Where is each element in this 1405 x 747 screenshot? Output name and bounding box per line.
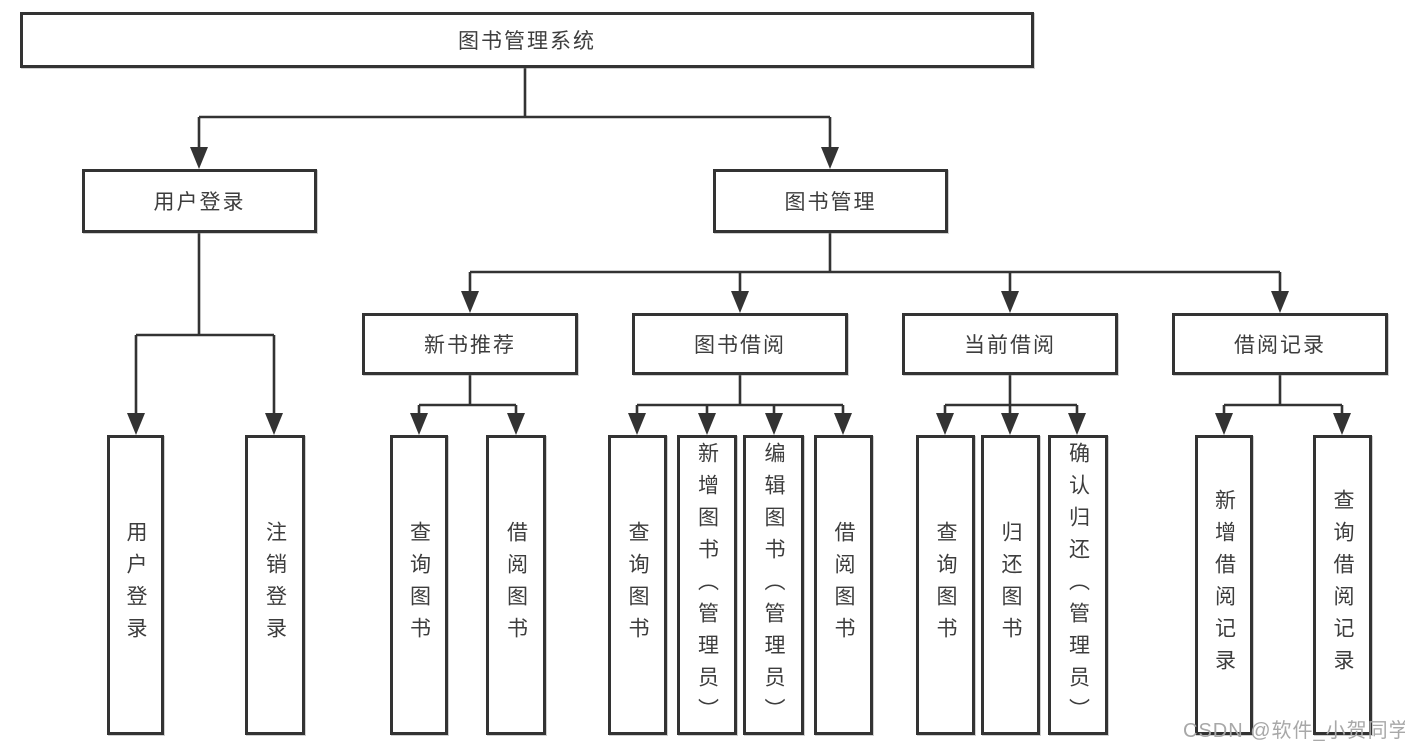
leaf-edit-book-admin: 编辑图书（管理员） [743, 435, 804, 735]
arrowhead [410, 413, 428, 435]
node-borrow-records: 借阅记录 [1172, 313, 1388, 375]
leaf-borrow-query: 查询图书 [608, 435, 667, 735]
arrowhead [265, 413, 283, 435]
watermark: CSDN @软件_小贺同学 [1183, 720, 1405, 742]
arrowhead [731, 291, 749, 313]
connector-book-borrow-to-leaves [628, 375, 852, 435]
node-current-borrow: 当前借阅 [902, 313, 1118, 375]
leaf-add-record: 新增借阅记录 [1195, 435, 1253, 735]
arrowhead [1271, 291, 1289, 313]
node-new-books-label: 新书推荐 [424, 334, 516, 357]
leaf-user-login: 用户登录 [107, 435, 164, 735]
leaf-return-book-label: 归还图书 [999, 521, 1022, 649]
leaf-current-query: 查询图书 [916, 435, 975, 735]
leaf-borrow-book-label: 借阅图书 [832, 521, 855, 649]
leaf-return-book: 归还图书 [981, 435, 1040, 735]
arrowhead [1001, 413, 1019, 435]
leaf-current-query-label: 查询图书 [934, 521, 957, 649]
connector-root-to-level2 [190, 68, 839, 169]
arrowhead [628, 413, 646, 435]
node-book-mgmt-label: 图书管理 [784, 191, 877, 214]
arrowhead [698, 413, 716, 435]
connector-new-books-to-leaves [410, 375, 525, 435]
node-new-books: 新书推荐 [362, 313, 578, 375]
arrowhead [507, 413, 525, 435]
leaf-confirm-return-admin: 确认归还（管理员） [1048, 435, 1108, 735]
connector-book-mgmt-to-level3 [461, 233, 1289, 313]
leaf-new-books-borrow-label: 借阅图书 [504, 521, 528, 649]
leaf-add-record-label: 新增借阅记录 [1212, 489, 1236, 681]
leaf-add-book-admin-label: 新增图书（管理员） [695, 442, 719, 730]
leaf-borrow-book: 借阅图书 [814, 435, 873, 735]
leaf-new-books-query: 查询图书 [390, 435, 448, 735]
connector-borrow-records-to-leaves [1215, 375, 1351, 435]
node-book-borrow: 图书借阅 [632, 313, 848, 375]
arrowhead [821, 147, 839, 169]
leaf-confirm-return-admin-label: 确认归还（管理员） [1066, 442, 1090, 730]
node-user-login: 用户登录 [82, 169, 317, 233]
arrowhead [461, 291, 479, 313]
node-user-login-label: 用户登录 [153, 191, 246, 214]
leaf-new-books-query-label: 查询图书 [407, 521, 431, 649]
node-book-mgmt: 图书管理 [713, 169, 948, 233]
arrowhead [1001, 291, 1019, 313]
connector-user-login-to-leaves [127, 233, 283, 435]
leaf-new-books-borrow: 借阅图书 [486, 435, 546, 735]
node-current-borrow-label: 当前借阅 [964, 334, 1056, 357]
leaf-borrow-query-label: 查询图书 [626, 521, 649, 649]
arrowhead [190, 147, 208, 169]
leaf-logout-label: 注销登录 [263, 521, 287, 649]
node-root: 图书管理系统 [20, 12, 1034, 68]
leaf-user-login-label: 用户登录 [124, 521, 147, 649]
leaf-query-record-label: 查询借阅记录 [1331, 489, 1354, 681]
leaf-edit-book-admin-label: 编辑图书（管理员） [762, 442, 785, 730]
connector-current-borrow-to-leaves [936, 375, 1086, 435]
leaf-add-book-admin: 新增图书（管理员） [677, 435, 737, 735]
node-root-label: 图书管理系统 [458, 30, 596, 53]
arrowhead [936, 413, 954, 435]
arrowhead [1333, 413, 1351, 435]
arrowhead [1068, 413, 1086, 435]
arrowhead [765, 413, 783, 435]
leaf-query-record: 查询借阅记录 [1313, 435, 1372, 735]
node-book-borrow-label: 图书借阅 [694, 334, 786, 357]
arrowhead [127, 413, 145, 435]
node-borrow-records-label: 借阅记录 [1234, 334, 1326, 357]
arrowhead [834, 413, 852, 435]
arrowhead [1215, 413, 1233, 435]
leaf-logout: 注销登录 [245, 435, 305, 735]
